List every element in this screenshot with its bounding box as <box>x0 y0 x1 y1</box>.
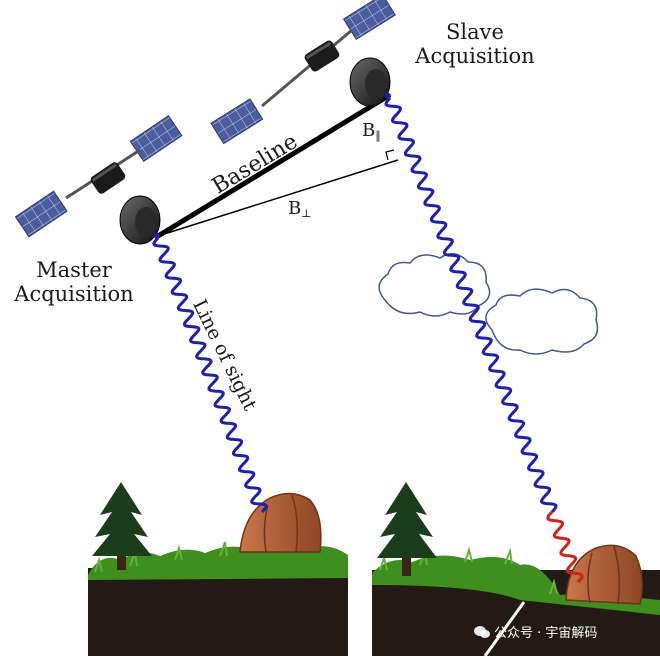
master-label-line2: Acquisition <box>14 282 134 306</box>
b-perp-letter: B <box>288 198 302 219</box>
right-angle-mark <box>385 149 395 161</box>
b-perp-label: B⊥ <box>288 198 312 220</box>
b-parallel-letter: B <box>362 120 376 141</box>
left-ground <box>88 535 348 656</box>
master-satellite <box>14 114 183 245</box>
master-label-line1: Master <box>36 258 112 282</box>
b-perp-line <box>157 159 399 237</box>
cloud-right <box>485 288 599 355</box>
baseline-line <box>156 93 390 239</box>
slave-label: Slave Acquisition <box>400 20 550 68</box>
b-parallel-subscript: ‖ <box>375 129 381 142</box>
master-label: Master Acquisition <box>8 258 140 306</box>
watermark: 公众号 · 宇宙解码 <box>474 622 597 641</box>
line-of-sight-wave-master <box>152 236 268 514</box>
slave-label-line1: Slave <box>446 20 504 44</box>
b-parallel-label: B‖ <box>362 120 381 142</box>
slave-satellite <box>210 0 396 145</box>
line-of-sight-wave-slave-extra <box>546 510 584 584</box>
b-perp-subscript: ⊥ <box>301 207 312 220</box>
slave-label-line2: Acquisition <box>415 44 535 68</box>
cloud-left <box>378 253 491 317</box>
right-tree <box>377 482 437 576</box>
line-of-sight-wave-slave <box>384 96 558 514</box>
watermark-text: 公众号 · 宇宙解码 <box>494 626 598 641</box>
wechat-icon <box>474 625 490 638</box>
left-rock <box>239 492 322 553</box>
right-rock <box>565 544 643 605</box>
left-tree <box>92 482 152 570</box>
